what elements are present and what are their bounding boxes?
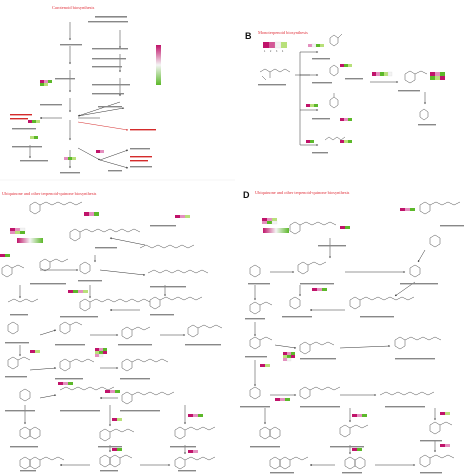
- panel-b-title: Monoterpenoid biosynthesis: [258, 30, 308, 35]
- svg-text:3: 3: [276, 51, 278, 53]
- panel-a: [0, 16, 235, 181]
- panel-b: 1 2 3 4: [258, 33, 445, 154]
- panel-d-title: Ubiquinone and other terpenoid-quinone b…: [255, 190, 350, 195]
- expression-cells-b: [306, 43, 445, 143]
- expression-cells-d: [260, 208, 450, 451]
- panel-c-title: Ubiquinone and other terpenoid-quinone b…: [2, 191, 97, 196]
- expression-cells-c: [0, 212, 203, 453]
- expression-cells-a: [28, 80, 104, 160]
- svg-text:4: 4: [282, 51, 284, 53]
- svg-text:2: 2: [270, 51, 272, 53]
- color-scale-bar-c: [17, 238, 43, 243]
- panel-c: [0, 201, 223, 472]
- panel-b-letter: B: [245, 31, 252, 41]
- color-scale-bar: [156, 45, 161, 85]
- color-scale-bar-d: [263, 228, 289, 233]
- panel-a-title: Carotenoid biosynthesis: [52, 5, 95, 10]
- panel-d: [240, 201, 464, 474]
- svg-text:1: 1: [264, 51, 266, 53]
- panel-d-letter: D: [243, 190, 250, 200]
